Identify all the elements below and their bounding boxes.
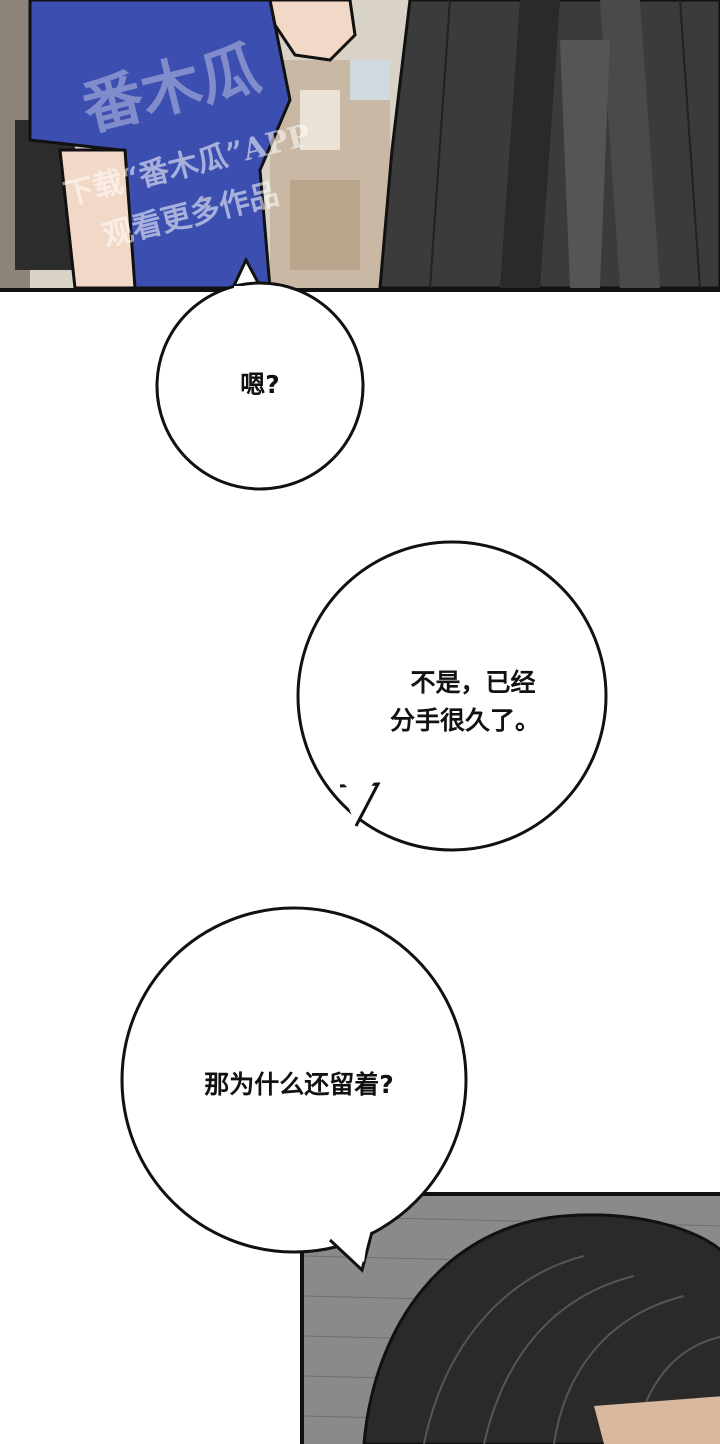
bubble-2-text: 不是，已经 分手很久了。 [360,664,570,740]
top-scene-art [0,0,720,288]
bubble-3-text: 那为什么还留着? [164,1066,434,1104]
bubble-1-shape [155,256,365,491]
bubble-3-shape [120,906,468,1273]
bottom-panel-illustration [300,1192,720,1444]
bubble-2-line-1: 不是，已经 [410,668,536,697]
bubble-3-line-1: 那为什么还留着? [204,1070,394,1099]
bubble-1-line-1: 嗯? [240,370,280,399]
bubble-1-text: 嗯? [210,366,310,404]
bottom-scene-art [304,1196,720,1444]
bubble-2-shape [296,540,608,852]
top-panel-illustration: 番木瓜 下载“番木瓜”APP 观看更多作品 [0,0,720,292]
bubble-2-line-2: 分手很久了。 [389,706,540,735]
